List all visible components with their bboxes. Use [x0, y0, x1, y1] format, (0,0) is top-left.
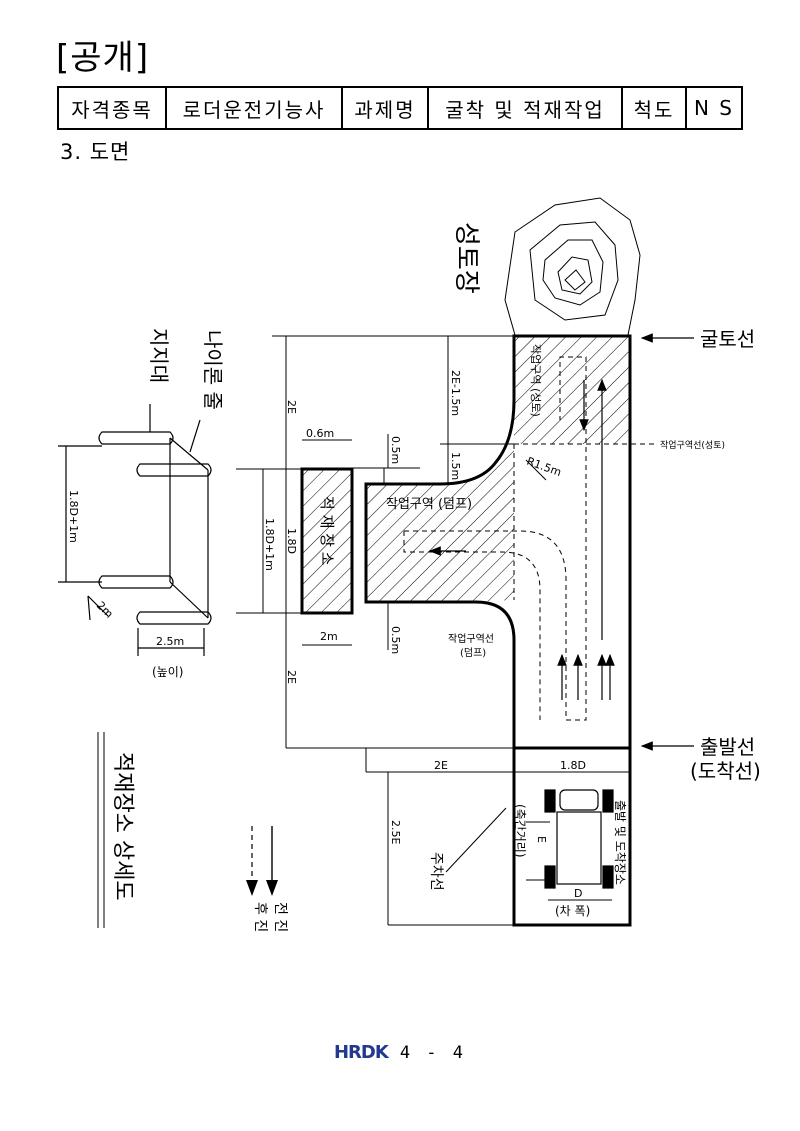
dashed-work-lines — [403, 356, 655, 721]
dim-1-8d-horiz: 1.8D — [560, 759, 586, 772]
disclosure-label: [공개] — [56, 38, 150, 78]
hrdk-logo: HRDK — [333, 1042, 389, 1063]
dim-1-8d: 1.8D — [285, 528, 298, 554]
dim-1-8d-1m: 1.8D+1m — [263, 518, 276, 571]
dim-detail-2m: 2m — [94, 599, 116, 621]
backward-label: 후 진 — [252, 902, 268, 932]
footer: HRDK 4 - 4 — [0, 1042, 800, 1063]
dim-detail-1-8d-1m: 1.8D+1m — [67, 490, 80, 543]
dump-work-line-label: 작업구역선 — [448, 632, 494, 645]
dim-0-5m-bot: 0.5m — [389, 626, 402, 654]
wheelbase-label: (축간거리) — [513, 804, 527, 858]
dim-r1-5m: R1.5m — [525, 455, 563, 479]
dump-work-line-label-2: (덤프) — [460, 647, 486, 659]
label-scale: 척도 — [621, 86, 687, 130]
nylon-rope-label: 나이론 줄 — [201, 330, 225, 410]
section-title: 3. 도면 — [60, 140, 131, 164]
dim-2-5e: 2.5E — [389, 820, 402, 844]
vehicle-width-label: (차 폭) — [555, 904, 590, 918]
start-line-label: 출발선 — [700, 735, 755, 759]
loader-vehicle-icon — [544, 789, 614, 889]
travel-arrows — [428, 378, 615, 700]
info-table: 자격종목 로더운전기능사 과제명 굴착 및 적재작업 척도 N S — [57, 86, 743, 130]
loading-place-box — [300, 467, 354, 615]
dim-detail-2-5m: 2.5m — [156, 635, 184, 648]
page-number: 4 - 4 — [399, 1043, 466, 1063]
dimension-lines — [236, 335, 630, 926]
fill-work-line-label: 작업구역선(성토) — [660, 440, 725, 451]
dim-2e-1-5m: 2E-1.5m — [449, 370, 462, 416]
dim-2e-bot: 2E — [285, 670, 298, 684]
fill-work-area — [514, 336, 630, 444]
legend-arrows — [246, 826, 278, 896]
support-label: 지지대 — [147, 328, 171, 383]
detail-title: 적재장소 상세도 — [110, 752, 135, 901]
value-qualification: 로더운전기능사 — [165, 86, 343, 130]
dim-0-5m-top: 0.5m — [389, 436, 402, 464]
parking-line-label: 주차선 — [428, 852, 444, 891]
dim-2e-horiz: 2E — [434, 759, 448, 772]
dim-e: E — [535, 836, 548, 843]
height-label: (높이) — [152, 665, 183, 679]
dim-2e-top: 2E — [285, 400, 298, 414]
dump-work-area-label: 작업구역 (덤프) — [386, 497, 472, 512]
detail-support-poles — [58, 404, 212, 656]
label-qualification: 자격종목 — [57, 86, 167, 130]
start-arrival-place-label: 출발 및 도착장소 — [613, 800, 627, 885]
dim-0-6m: 0.6m — [306, 427, 334, 440]
value-task: 굴착 및 적재작업 — [427, 86, 623, 130]
fill-work-area-label: 작업구역 (성토) — [529, 344, 542, 417]
course-outline — [364, 334, 632, 927]
dim-2m: 2m — [320, 630, 338, 643]
value-scale: N S — [685, 86, 743, 130]
dimension-texts: 2E 2E-1.5m 1.5m 0.5m 0.6m 1.8D+1m 1.8D 2… — [67, 370, 586, 900]
arrival-line-label: (도착선) — [690, 759, 761, 783]
soil-pile-icon — [504, 197, 641, 336]
dim-1-5m: 1.5m — [449, 452, 462, 480]
forward-label: 전 진 — [272, 902, 288, 932]
loading-place-label: 적 재 장 소 — [318, 496, 336, 566]
label-task: 과제명 — [341, 86, 429, 130]
excavation-line-label: 굴토선 — [700, 327, 755, 351]
soil-field-label: 성토장 — [451, 222, 481, 294]
dim-d: D — [574, 887, 582, 900]
